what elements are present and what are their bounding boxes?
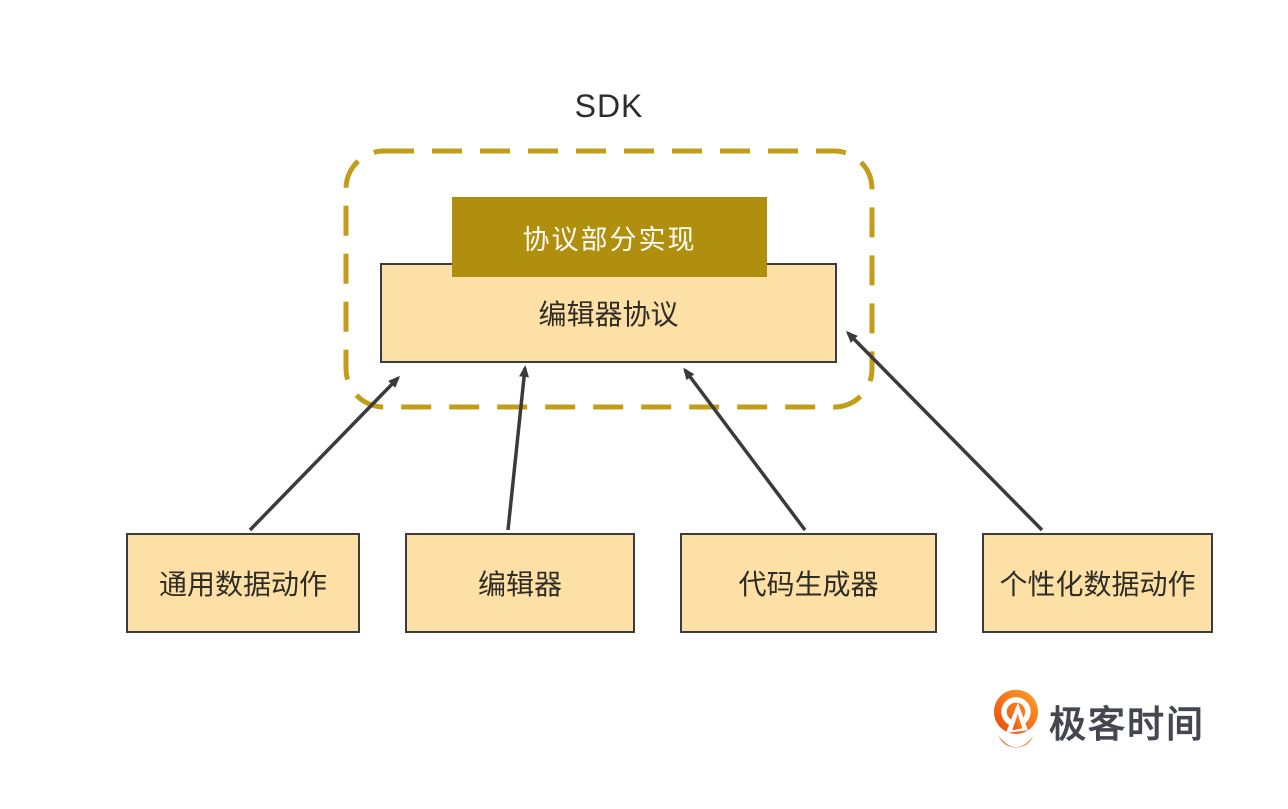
connector-arrow <box>845 330 1044 532</box>
box-generic-data-action: 通用数据动作 <box>126 533 360 633</box>
geektime-logo-text: 极客时间 <box>1049 704 1205 745</box>
editor-protocol-label: 编辑器协议 <box>538 299 679 330</box>
editor-protocol-box: 编辑器协议 <box>380 263 837 363</box>
geektime-q-pin-icon <box>993 689 1039 748</box>
diagram-title: SDK <box>574 88 644 124</box>
geektime-logo: 极客时间 <box>993 688 1205 754</box>
box-custom-data-action-label: 个性化数据动作 <box>999 569 1196 600</box>
protocol-impl-box: 协议部分实现 <box>452 197 767 277</box>
box-editor-label: 编辑器 <box>477 569 562 600</box>
box-generic-data-action-label: 通用数据动作 <box>158 569 327 600</box>
sdk-dashed-container <box>343 148 875 410</box>
box-editor: 编辑器 <box>405 533 635 633</box>
box-code-generator-label: 代码生成器 <box>738 569 879 600</box>
box-custom-data-action: 个性化数据动作 <box>982 533 1213 633</box>
box-code-generator: 代码生成器 <box>680 533 937 633</box>
dashed-border-outline <box>343 148 875 410</box>
protocol-impl-label: 协议部分实现 <box>522 224 697 255</box>
